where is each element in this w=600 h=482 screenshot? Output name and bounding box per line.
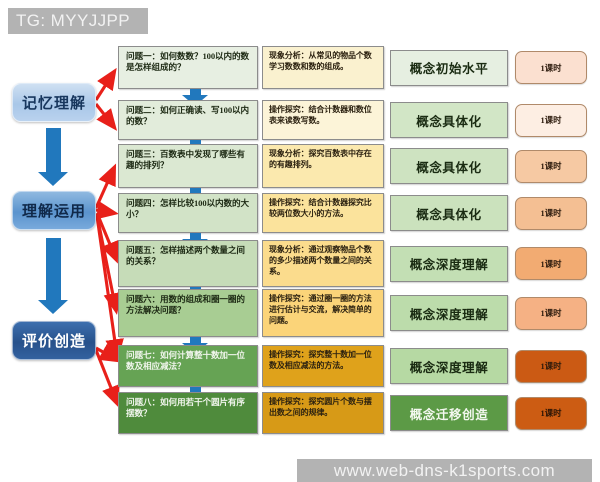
stage-node-memory-understanding[interactable]: 记忆理解: [12, 83, 96, 122]
question-box-7[interactable]: 问题七：如何计算整十数加一位数及相应减法？: [118, 345, 258, 387]
concept-box-4[interactable]: 概念具体化: [390, 195, 508, 231]
question-box-6[interactable]: 问题六：用数的组成和圈一圈的方法解决问题？: [118, 289, 258, 337]
stage-node-understanding-application[interactable]: 理解运用: [12, 191, 96, 230]
concept-box-1[interactable]: 概念初始水平: [390, 49, 508, 86]
concept-box-5[interactable]: 概念深度理解: [390, 245, 508, 282]
concept-box-3[interactable]: 概念具体化: [390, 148, 508, 184]
method-box-6[interactable]: 操作探究：通过圈一圈的方法进行估计与交流，解决简单的问题。: [262, 289, 384, 337]
method-box-2[interactable]: 操作探究：结合计数器和数位表来读数写数。: [262, 100, 384, 140]
question-box-8[interactable]: 问题八：如何用若干个圆片有序摆数？: [118, 392, 258, 434]
question-box-1[interactable]: 问题一：如何数数？100以内的数是怎样组成的？: [118, 46, 258, 89]
period-box-6[interactable]: 1课时: [515, 296, 587, 330]
watermark-tag: TG: MYYJJPP: [8, 8, 148, 34]
method-box-1[interactable]: 现象分析：从常见的物品个数学习数数和数的组成。: [262, 46, 384, 89]
watermark-url: www.web-dns-k1sports.com: [297, 459, 592, 482]
connector-group-stage1: [94, 67, 118, 131]
period-box-1[interactable]: 1课时: [515, 51, 587, 84]
method-box-8[interactable]: 操作探究：探究圆片个数与摆出数之间的规律。: [262, 392, 384, 434]
method-box-4[interactable]: 操作探究：结合计数器探究比较两位数大小的方法。: [262, 193, 384, 233]
question-box-3[interactable]: 问题三：百数表中发现了哪些有趣的排列？: [118, 144, 258, 188]
period-box-4[interactable]: 1课时: [515, 196, 587, 230]
method-box-7[interactable]: 操作探究：探究整十数加一位数及相应减法的方法。: [262, 345, 384, 387]
period-box-3[interactable]: 1课时: [515, 149, 587, 183]
question-box-5[interactable]: 问题五：怎样描述两个数量之间的关系？: [118, 240, 258, 287]
method-box-3[interactable]: 现象分析：探究百数表中存在的有趣排列。: [262, 144, 384, 188]
connector-group-stage3: [94, 343, 122, 408]
stage-flow-arrow-1: [38, 128, 68, 186]
concept-box-7[interactable]: 概念深度理解: [390, 348, 508, 384]
period-box-7[interactable]: 1课时: [515, 349, 587, 383]
method-box-5[interactable]: 现象分析：通过观察物品个数的多少描述两个数量之间的关系。: [262, 240, 384, 287]
stage-node-evaluation-creation[interactable]: 评价创造: [12, 321, 96, 360]
concept-box-6[interactable]: 概念深度理解: [390, 295, 508, 331]
concept-box-2[interactable]: 概念具体化: [390, 102, 508, 138]
stage-flow-arrow-2: [38, 238, 68, 314]
period-box-8[interactable]: 1课时: [515, 396, 587, 430]
question-box-2[interactable]: 问题二：如何正确读、写100以内的数？: [118, 100, 258, 140]
period-box-2[interactable]: 1课时: [515, 103, 587, 137]
concept-box-8[interactable]: 概念迁移创造: [390, 395, 508, 431]
connector-group-stage2: [94, 163, 124, 361]
period-box-5[interactable]: 1课时: [515, 247, 587, 280]
question-box-4[interactable]: 问题四：怎样比较100以内数的大小？: [118, 193, 258, 233]
